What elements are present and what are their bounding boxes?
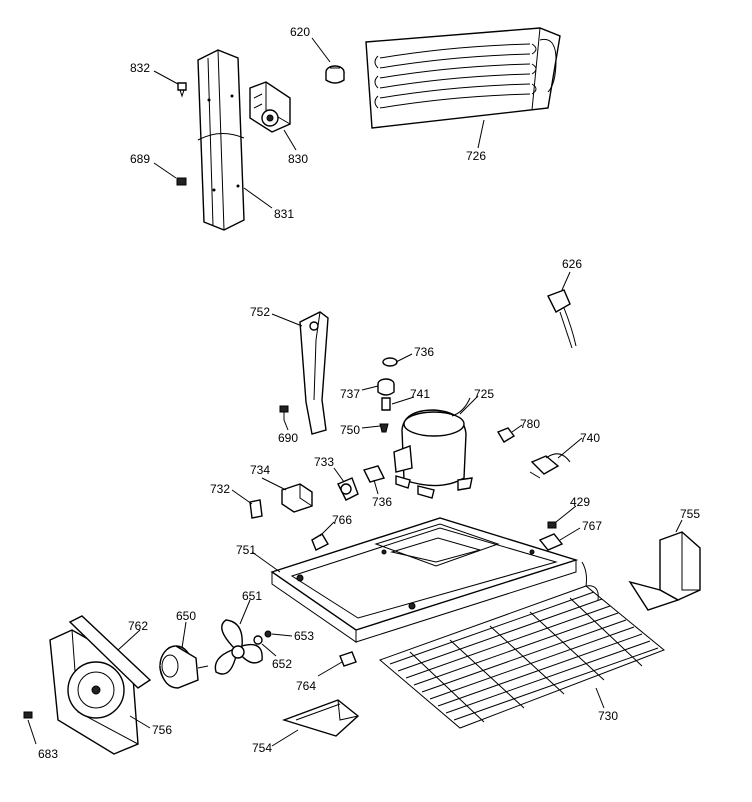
label-756: 756 [152, 723, 172, 737]
label-650: 650 [176, 609, 196, 623]
part-652-nut [253, 635, 263, 645]
part-626-power-cord [547, 289, 577, 349]
screw-832-icon [177, 82, 187, 98]
label-755: 755 [680, 507, 700, 521]
label-832: 832 [130, 61, 150, 75]
label-780: 780 [520, 417, 540, 431]
label-830: 830 [288, 152, 308, 166]
label-620: 620 [290, 25, 310, 39]
label-766: 766 [332, 513, 352, 527]
part-756-fan-shroud [49, 629, 139, 755]
part-752-bracket [299, 311, 329, 435]
label-733: 733 [314, 455, 334, 469]
part-741-sleeve [381, 397, 391, 411]
part-726-condenser [365, 27, 561, 129]
part-766-clip [311, 533, 329, 551]
part-736-bracket [362, 465, 386, 483]
label-651: 651 [242, 589, 262, 603]
part-764-clip [339, 651, 357, 667]
part-755-angle-bracket [628, 531, 701, 611]
label-626: 626 [562, 257, 582, 271]
part-830-bracket [249, 81, 291, 133]
leader-lines [27, 37, 683, 747]
part-653-washer [264, 630, 272, 638]
screw-683-icon [23, 711, 33, 719]
label-750: 750 [340, 423, 360, 437]
part-780-clip [496, 427, 516, 443]
part-651-fan-blade [214, 619, 263, 675]
label-732: 732 [210, 482, 230, 496]
label-734: 734 [250, 463, 270, 477]
label-730: 730 [598, 709, 618, 723]
part-732-clip [249, 499, 263, 519]
label-725: 725 [474, 387, 494, 401]
part-labels: 832 689 831 830 620 726 626 752 736 737 … [38, 25, 700, 761]
label-726: 726 [466, 149, 486, 163]
label-741: 741 [410, 387, 430, 401]
part-751-base-pan [270, 517, 579, 643]
label-740: 740 [580, 431, 600, 445]
label-752: 752 [250, 305, 270, 319]
screw-689-icon [176, 177, 187, 186]
label-764: 764 [296, 679, 316, 693]
label-736-lower: 736 [372, 495, 392, 509]
label-767: 767 [582, 519, 602, 533]
label-762: 762 [128, 619, 148, 633]
label-736-upper: 736 [414, 345, 434, 359]
label-737: 737 [340, 387, 360, 401]
screw-690-icon [279, 405, 289, 420]
label-831: 831 [274, 207, 294, 221]
label-429: 429 [570, 495, 590, 509]
part-730-evaporator [379, 561, 665, 729]
part-831-channel-bracket [197, 49, 245, 231]
part-740-harness [529, 453, 571, 479]
label-690: 690 [278, 431, 298, 445]
part-767-clip [538, 533, 564, 551]
label-652: 652 [272, 657, 292, 671]
part-650-fan-motor [159, 645, 209, 689]
label-653: 653 [294, 629, 314, 643]
label-751: 751 [236, 543, 256, 557]
part-762-strip [68, 615, 152, 689]
screw-429-icon [547, 521, 557, 529]
part-737-grommet [377, 378, 395, 396]
part-754-drain-pan [281, 699, 360, 737]
label-683: 683 [38, 747, 58, 761]
label-754: 754 [252, 741, 272, 755]
part-734-overload [281, 483, 313, 513]
part-725-compressor [393, 397, 473, 499]
part-620-knob [325, 65, 345, 84]
part-750-screw [379, 423, 389, 433]
part-733-relay [337, 477, 359, 501]
part-736-clip [382, 357, 398, 367]
label-689: 689 [130, 152, 150, 166]
